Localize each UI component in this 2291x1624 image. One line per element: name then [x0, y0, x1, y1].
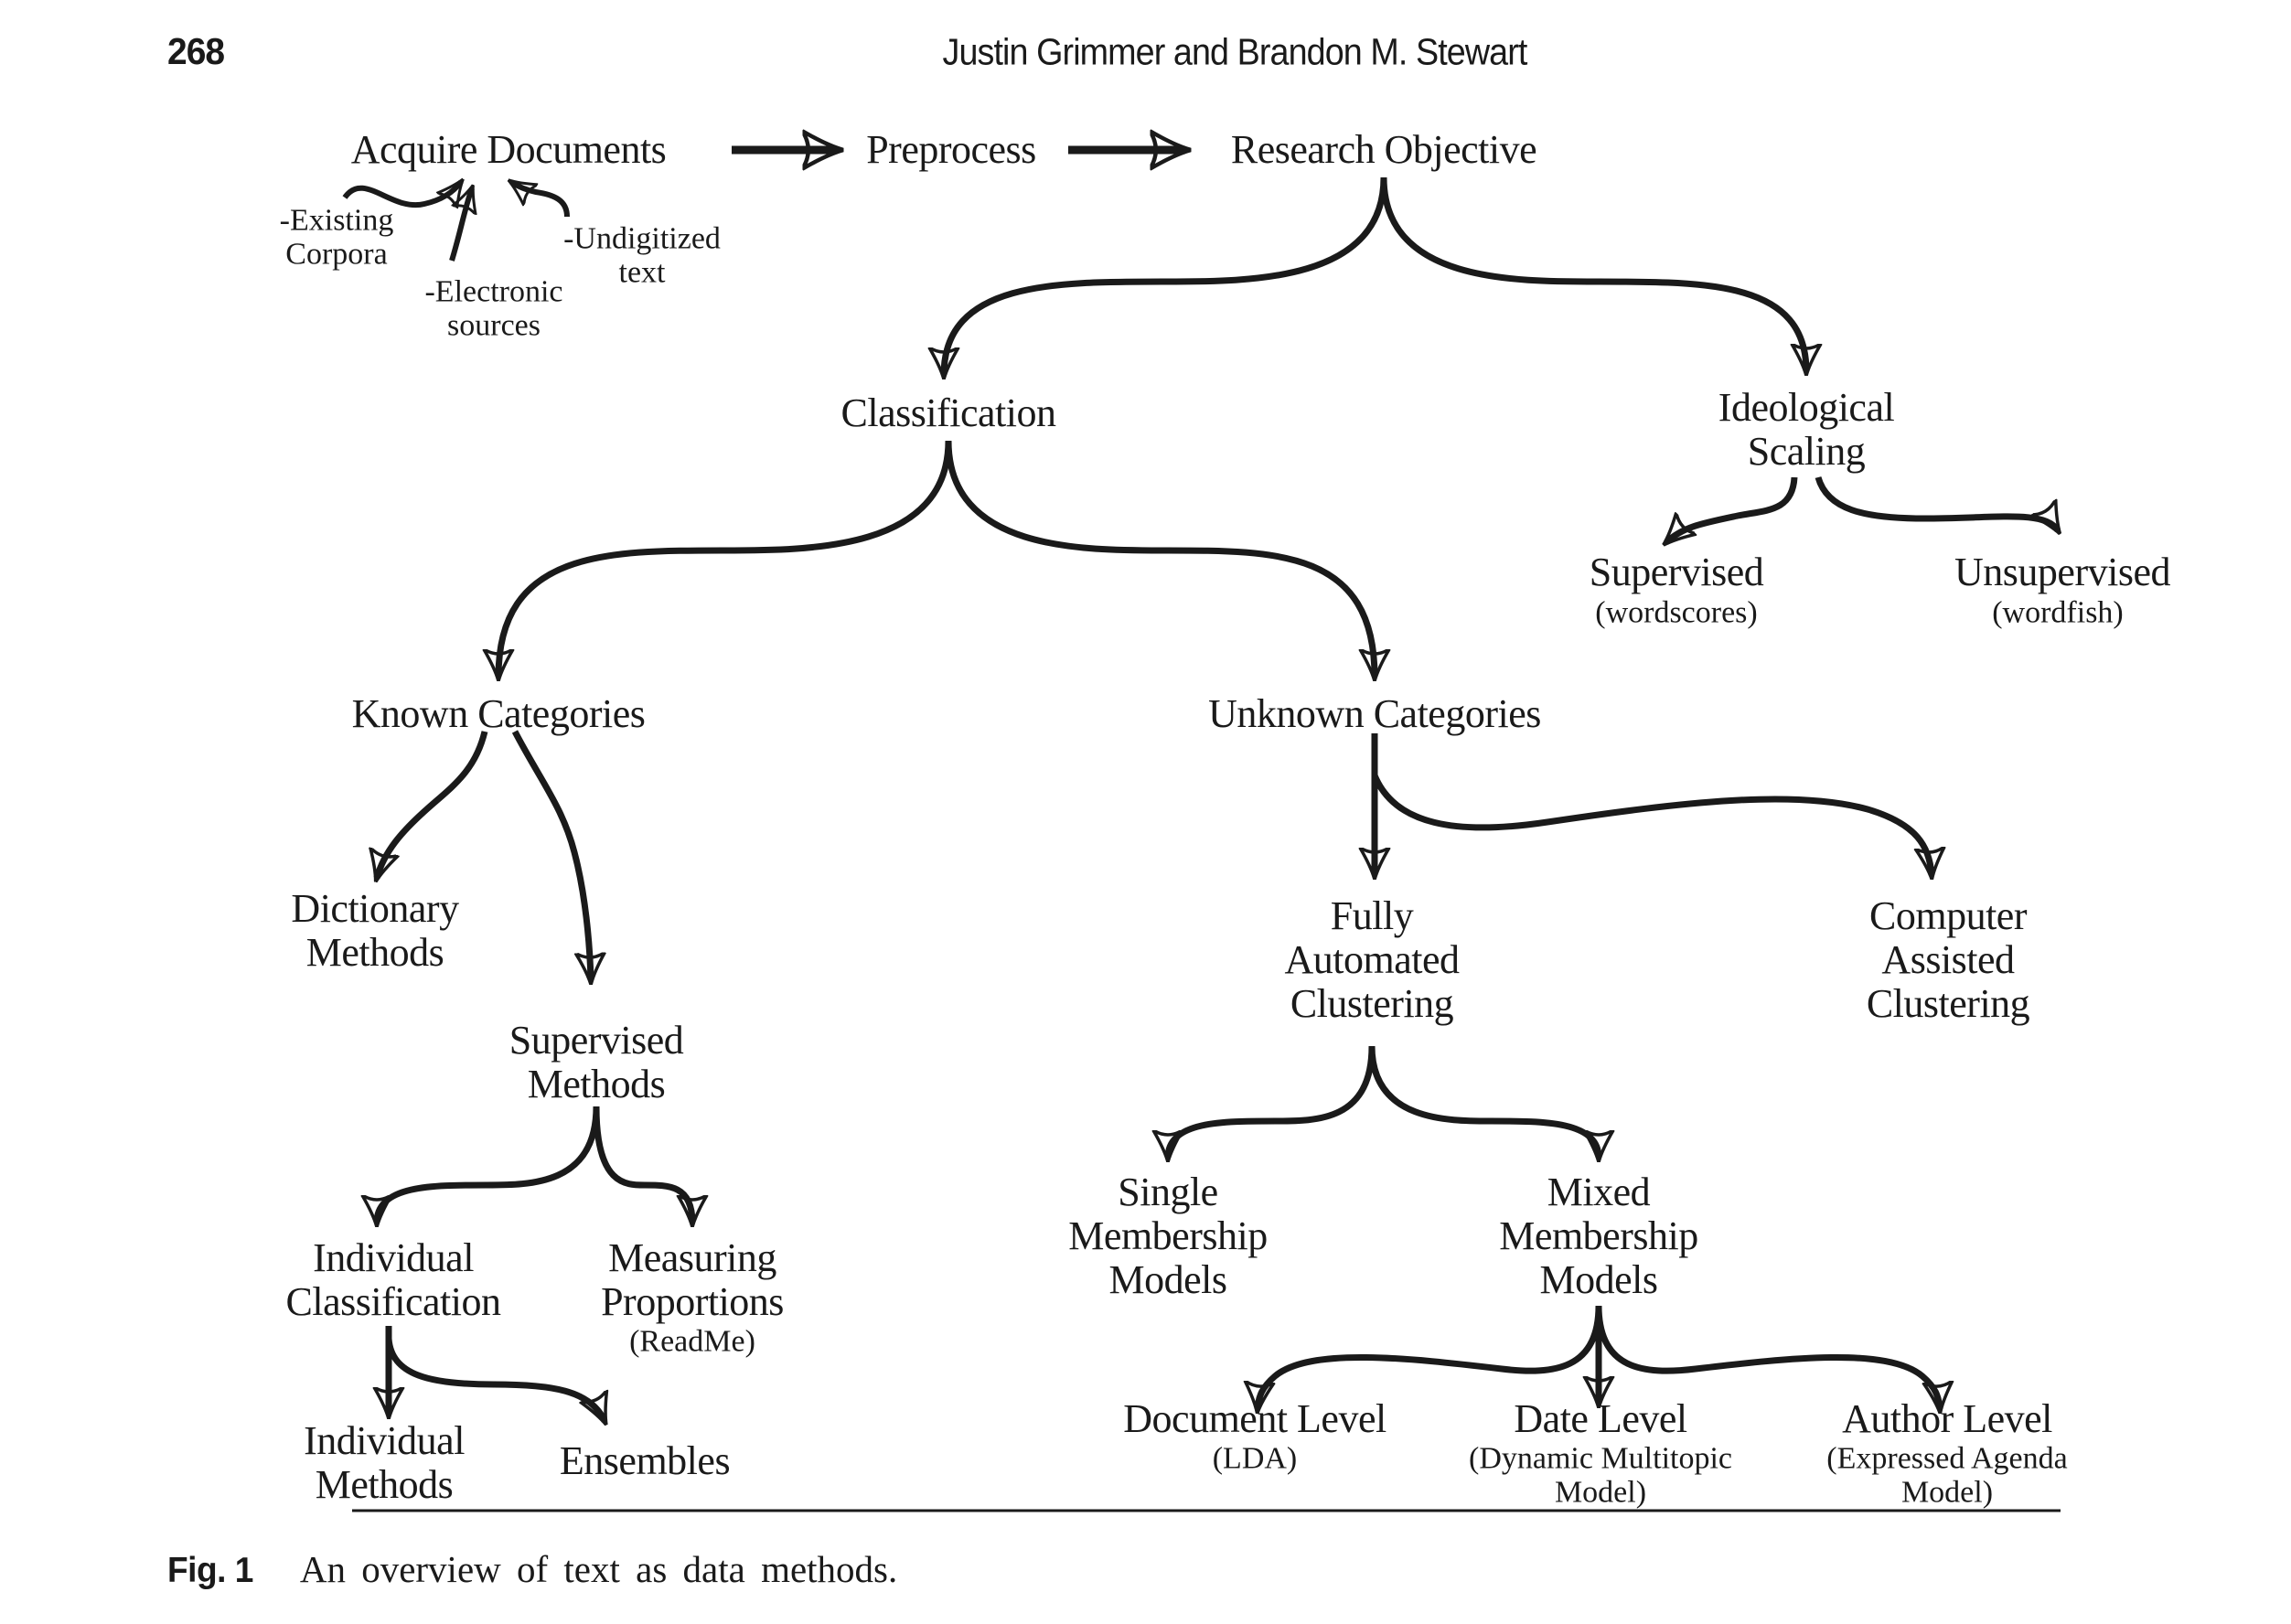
figure-label: Fig. 1	[167, 1551, 253, 1590]
arrow-research-to-classification	[944, 176, 1387, 375]
arrow-electronic-to-acquire	[449, 188, 472, 262]
arrow-existing-to-acquire	[342, 182, 461, 205]
node-measuring-proportions: Measuring Proportions	[601, 1235, 784, 1324]
node-computer-assisted-clustering: Computer Assisted Clustering	[1866, 893, 2030, 1026]
page-number: 268	[167, 30, 225, 72]
node-dictionary-methods: Dictionary Methods	[291, 886, 459, 975]
arrow-supmethods-to-measuring	[593, 1106, 692, 1223]
figure-caption: Fig. 1 An overview of text as data metho…	[167, 1547, 897, 1591]
arrow-fully-to-single-membership	[1168, 1045, 1376, 1158]
node-document-level: Document Level	[1123, 1396, 1386, 1442]
arrow-classification-to-known	[498, 440, 952, 677]
node-author-level-note: (Expressed Agenda Model)	[1826, 1441, 2068, 1509]
running-title: Justin Grimmer and Brandon M. Stewart	[942, 30, 1528, 73]
node-unknown-categories: Unknown Categories	[1208, 691, 1541, 737]
arrow-ideological-to-supervised	[1666, 476, 1798, 542]
node-document-level-note: (LDA)	[1212, 1441, 1298, 1476]
node-classification: Classification	[840, 390, 1056, 436]
node-individual-methods: Individual Methods	[304, 1418, 465, 1507]
arrow-classification-to-unknown	[945, 440, 1375, 677]
node-supervised-methods: Supervised Methods	[509, 1018, 684, 1106]
node-electronic-sources: -Electronic sources	[424, 274, 563, 342]
node-undigitized-text: -Undigitized text	[563, 221, 721, 289]
arrow-mixed-to-document-level	[1258, 1305, 1602, 1409]
node-known-categories: Known Categories	[351, 691, 646, 737]
node-research-objective: Research Objective	[1230, 127, 1537, 173]
node-acquire-documents: Acquire Documents	[350, 127, 667, 173]
node-ensembles: Ensembles	[559, 1438, 731, 1484]
arrow-unknown-to-computer-assisted	[1371, 774, 1932, 875]
node-supervised-scaling: Supervised	[1589, 550, 1764, 595]
node-ideological-scaling: Ideological Scaling	[1718, 385, 1895, 474]
arrow-indclass-to-ensembles	[385, 1338, 605, 1421]
arrow-fully-to-mixed-membership	[1368, 1045, 1599, 1158]
node-unsupervised-scaling-note: (wordfish)	[1992, 595, 2124, 630]
figure-caption-text: An overview of text as data methods.	[299, 1548, 898, 1590]
node-existing-corpora: -Existing Corpora	[279, 203, 394, 271]
arrow-ideological-to-unsupervised	[1815, 475, 2058, 530]
arrow-mixed-to-author-level	[1595, 1305, 1940, 1409]
node-mixed-membership-models: Mixed Membership Models	[1499, 1170, 1698, 1302]
node-fully-automated-clustering: Fully Automated Clustering	[1284, 893, 1460, 1026]
arrow-known-to-dictionary	[377, 731, 488, 878]
node-unsupervised-scaling: Unsupervised	[1954, 550, 2170, 595]
node-measuring-proportions-note: (ReadMe)	[629, 1324, 755, 1359]
node-single-membership-models: Single Membership Models	[1068, 1170, 1268, 1302]
node-individual-classification: Individual Classification	[285, 1235, 501, 1324]
node-date-level-note: (Dynamic Multitopic Model)	[1468, 1441, 1733, 1509]
arrow-supmethods-to-individual-classification	[377, 1106, 600, 1223]
arrow-known-to-supervised-methods	[511, 730, 591, 980]
node-preprocess: Preprocess	[866, 127, 1036, 173]
node-date-level: Date Level	[1514, 1396, 1687, 1442]
node-supervised-scaling-note: (wordscores)	[1595, 595, 1758, 630]
arrow-research-to-ideological	[1380, 176, 1806, 371]
arrow-undigitized-to-acquire	[511, 182, 570, 218]
node-author-level: Author Level	[1842, 1396, 2052, 1442]
